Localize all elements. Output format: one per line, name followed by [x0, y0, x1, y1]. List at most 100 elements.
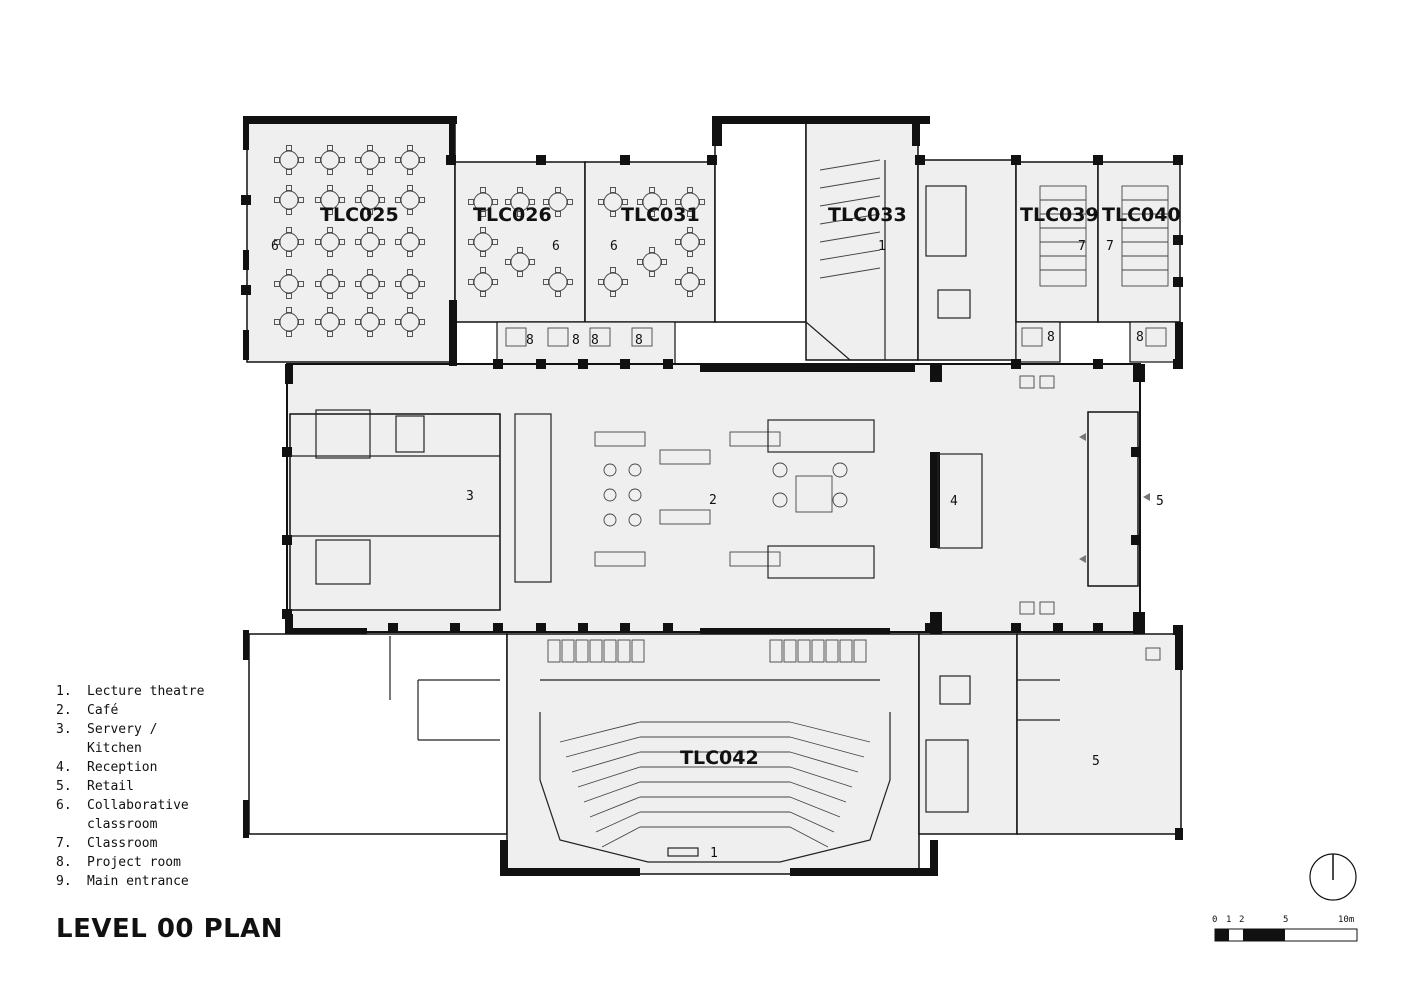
legend-text: Lecture theatre [87, 684, 205, 699]
chair [419, 197, 425, 203]
chair [286, 269, 292, 275]
chair [379, 157, 385, 163]
chair [327, 251, 333, 257]
toilet-cubicle [783, 639, 797, 663]
wall-segment [500, 868, 640, 876]
chair [687, 211, 693, 217]
structural-column [1131, 447, 1141, 457]
chair [274, 281, 280, 287]
chair [327, 269, 333, 275]
tiered-seating-row [789, 796, 841, 818]
chair [367, 293, 373, 299]
tiered-seating-row [819, 195, 881, 207]
legend-text: Project room [87, 855, 181, 870]
round-table [360, 232, 380, 252]
cafe-stool [603, 463, 617, 477]
structural-column [1173, 235, 1183, 245]
round-table [473, 192, 493, 212]
chair [468, 239, 474, 245]
round-table [320, 150, 340, 170]
chair [274, 197, 280, 203]
project-desk [1145, 327, 1167, 347]
chair [339, 319, 345, 325]
chair [687, 267, 693, 273]
scale-bar-outline [1214, 928, 1358, 942]
tiered-seating-row [583, 781, 641, 803]
tiered-seating-row [789, 826, 829, 848]
plan-number: 8 [572, 333, 580, 348]
toilet-cubicle [825, 639, 839, 663]
plan-number: 8 [526, 333, 534, 348]
chair [555, 187, 561, 193]
project-desk [1021, 327, 1043, 347]
legend-number: 7. [56, 836, 72, 851]
legend-text: Classroom [87, 836, 158, 851]
project-desk [631, 327, 653, 347]
chair [407, 251, 413, 257]
lectern [667, 847, 699, 857]
tiered-seating-row [819, 231, 881, 243]
structural-column [1011, 623, 1021, 633]
chair [687, 227, 693, 233]
chair [274, 239, 280, 245]
furniture-layer [274, 145, 1169, 848]
structural-column [536, 359, 546, 369]
structural-column [1173, 155, 1183, 165]
structural-column [1173, 359, 1183, 369]
plan-number: 3 [466, 489, 474, 504]
entrance-marker [1143, 493, 1150, 501]
round-table [279, 312, 299, 332]
thick-walls [243, 116, 1183, 876]
legend-number: 1. [56, 684, 72, 699]
cafe-stool [628, 488, 642, 502]
legend-item: 3.Servery / Kitchen [56, 720, 204, 758]
chair [419, 157, 425, 163]
chair [637, 199, 643, 205]
stair-south-west [315, 539, 371, 585]
cafe-stool [603, 488, 617, 502]
chair [327, 185, 333, 191]
cafe-stool [628, 463, 642, 477]
cafe-round-table [832, 462, 848, 478]
chair [492, 279, 498, 285]
chair [315, 319, 321, 325]
chair [407, 227, 413, 233]
room-tlc031 [584, 161, 716, 323]
chair [687, 251, 693, 257]
chair [339, 157, 345, 163]
chair [355, 197, 361, 203]
toilet-cubicle [603, 639, 617, 663]
chair [675, 239, 681, 245]
chair [555, 211, 561, 217]
chair [395, 197, 401, 203]
servery-block [289, 413, 501, 611]
tiered-seating-row [819, 159, 881, 171]
chair [367, 185, 373, 191]
room-label-tlc039: TLC039 [1020, 204, 1099, 226]
chair [610, 291, 616, 297]
tiered-seating-row [565, 736, 641, 758]
plan-title: LEVEL 00 PLAN [56, 914, 284, 944]
chair [407, 331, 413, 337]
chair [529, 199, 535, 205]
chair [339, 239, 345, 245]
chair [687, 291, 693, 297]
wall-segment [449, 116, 455, 160]
legend-text: Main entrance [87, 874, 189, 889]
tiered-seating-row [589, 796, 641, 818]
legend-number: 6. [56, 798, 72, 813]
tiered-seating-row [819, 213, 881, 225]
cafe-bench [594, 551, 646, 567]
chair [367, 145, 373, 151]
plan-number: 8 [635, 333, 643, 348]
chair [407, 209, 413, 215]
round-table [473, 272, 493, 292]
chair [419, 281, 425, 287]
lounge-seat [1039, 375, 1055, 389]
legend-text: Reception [87, 760, 158, 775]
servery-counter [514, 413, 552, 583]
legend-item: 5.Retail [56, 777, 204, 796]
toilet-cubicle [811, 639, 825, 663]
chair [480, 291, 486, 297]
chair [492, 199, 498, 205]
